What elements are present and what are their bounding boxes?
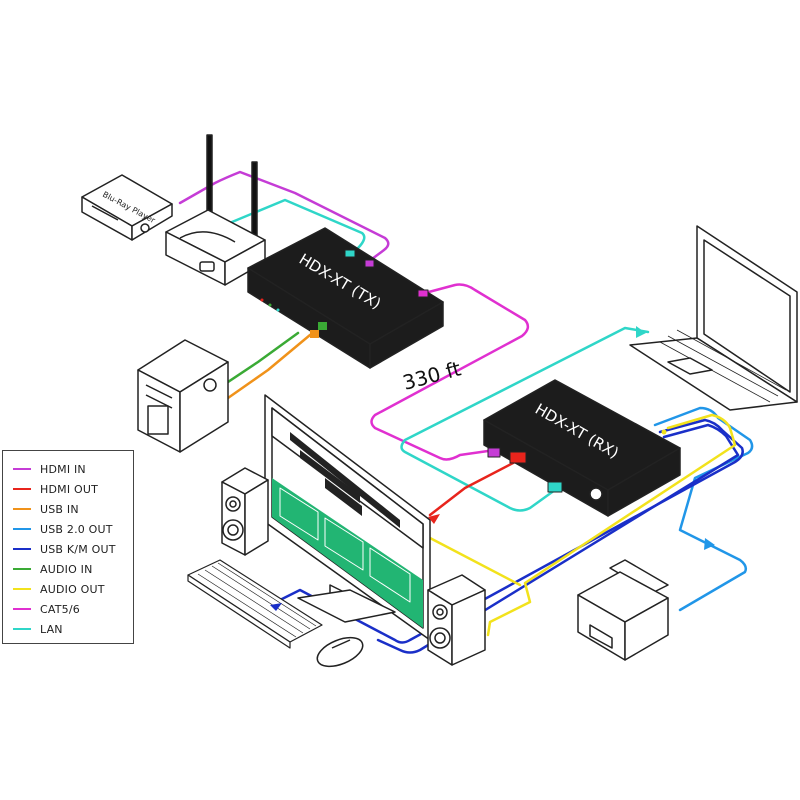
legend-label: LAN bbox=[40, 622, 63, 636]
cat56-cable bbox=[370, 283, 530, 461]
legend-label: USB 2.0 OUT bbox=[40, 522, 113, 536]
legend-item-hdmi-in: HDMI IN bbox=[13, 460, 86, 478]
legend-item-hdmi-out: HDMI OUT bbox=[13, 480, 98, 498]
audio-out-cable-2 bbox=[428, 536, 522, 587]
mouse bbox=[316, 636, 364, 668]
arrow-km bbox=[270, 603, 282, 611]
rx-unit: HDX-XT (RX) bbox=[483, 379, 681, 517]
keyboard bbox=[187, 559, 323, 649]
printer bbox=[577, 559, 669, 661]
lan-cable-laptop bbox=[400, 326, 650, 512]
legend-label: USB IN bbox=[40, 502, 79, 516]
hdmi-in-cable bbox=[178, 170, 390, 264]
legend-swatch bbox=[13, 467, 31, 471]
legend-item-usb-in: USB IN bbox=[13, 500, 79, 518]
screen-green-panel bbox=[272, 478, 423, 628]
speaker-right bbox=[427, 574, 486, 666]
distance-label: 330 ft bbox=[400, 356, 463, 395]
legend-item-lan: LAN bbox=[13, 620, 63, 638]
usb-km-out-cable-2 bbox=[376, 423, 740, 654]
legend-label: AUDIO IN bbox=[40, 562, 93, 576]
legend-swatch bbox=[13, 507, 31, 511]
arrow-lan bbox=[636, 326, 646, 338]
legend-label: USB K/M OUT bbox=[40, 542, 116, 556]
laptop bbox=[629, 225, 798, 411]
arrow-usb20-out bbox=[704, 538, 715, 550]
monitor bbox=[264, 394, 431, 641]
legend-item-cat56: CAT5/6 bbox=[13, 600, 80, 618]
arrow-hdmi-out bbox=[428, 514, 440, 524]
bluray-player: Blu-Ray Player bbox=[81, 174, 173, 241]
legend-swatch bbox=[13, 567, 31, 571]
usb-in-cable bbox=[226, 333, 312, 400]
legend-label: CAT5/6 bbox=[40, 602, 80, 616]
hdmi-out-cable bbox=[428, 460, 517, 517]
legend-swatch bbox=[13, 607, 31, 611]
usb-km-out-cable bbox=[270, 418, 744, 644]
legend: HDMI IN HDMI OUT USB IN USB 2.0 OUT USB … bbox=[2, 450, 134, 644]
legend-label: HDMI OUT bbox=[40, 482, 99, 496]
legend-swatch bbox=[13, 547, 31, 551]
usb20-out-cable bbox=[653, 406, 754, 612]
legend-swatch bbox=[13, 527, 31, 531]
tx-unit: HDX-XT (TX) bbox=[247, 227, 444, 369]
legend-item-usb20-out: USB 2.0 OUT bbox=[13, 520, 113, 538]
legend-swatch bbox=[13, 487, 31, 491]
legend-swatch bbox=[13, 627, 31, 631]
speaker-left bbox=[221, 467, 269, 556]
legend-swatch bbox=[13, 587, 31, 591]
audio-out-cable bbox=[486, 413, 737, 637]
pc-tower bbox=[137, 339, 229, 453]
legend-item-usb-km-out: USB K/M OUT bbox=[13, 540, 116, 558]
legend-item-audio-in: AUDIO IN bbox=[13, 560, 93, 578]
lan-cable-router bbox=[230, 198, 366, 256]
router bbox=[165, 134, 266, 286]
legend-item-audio-out: AUDIO OUT bbox=[13, 580, 105, 598]
legend-label: AUDIO OUT bbox=[40, 582, 105, 596]
audio-in-cable bbox=[220, 331, 300, 388]
legend-label: HDMI IN bbox=[40, 462, 86, 476]
